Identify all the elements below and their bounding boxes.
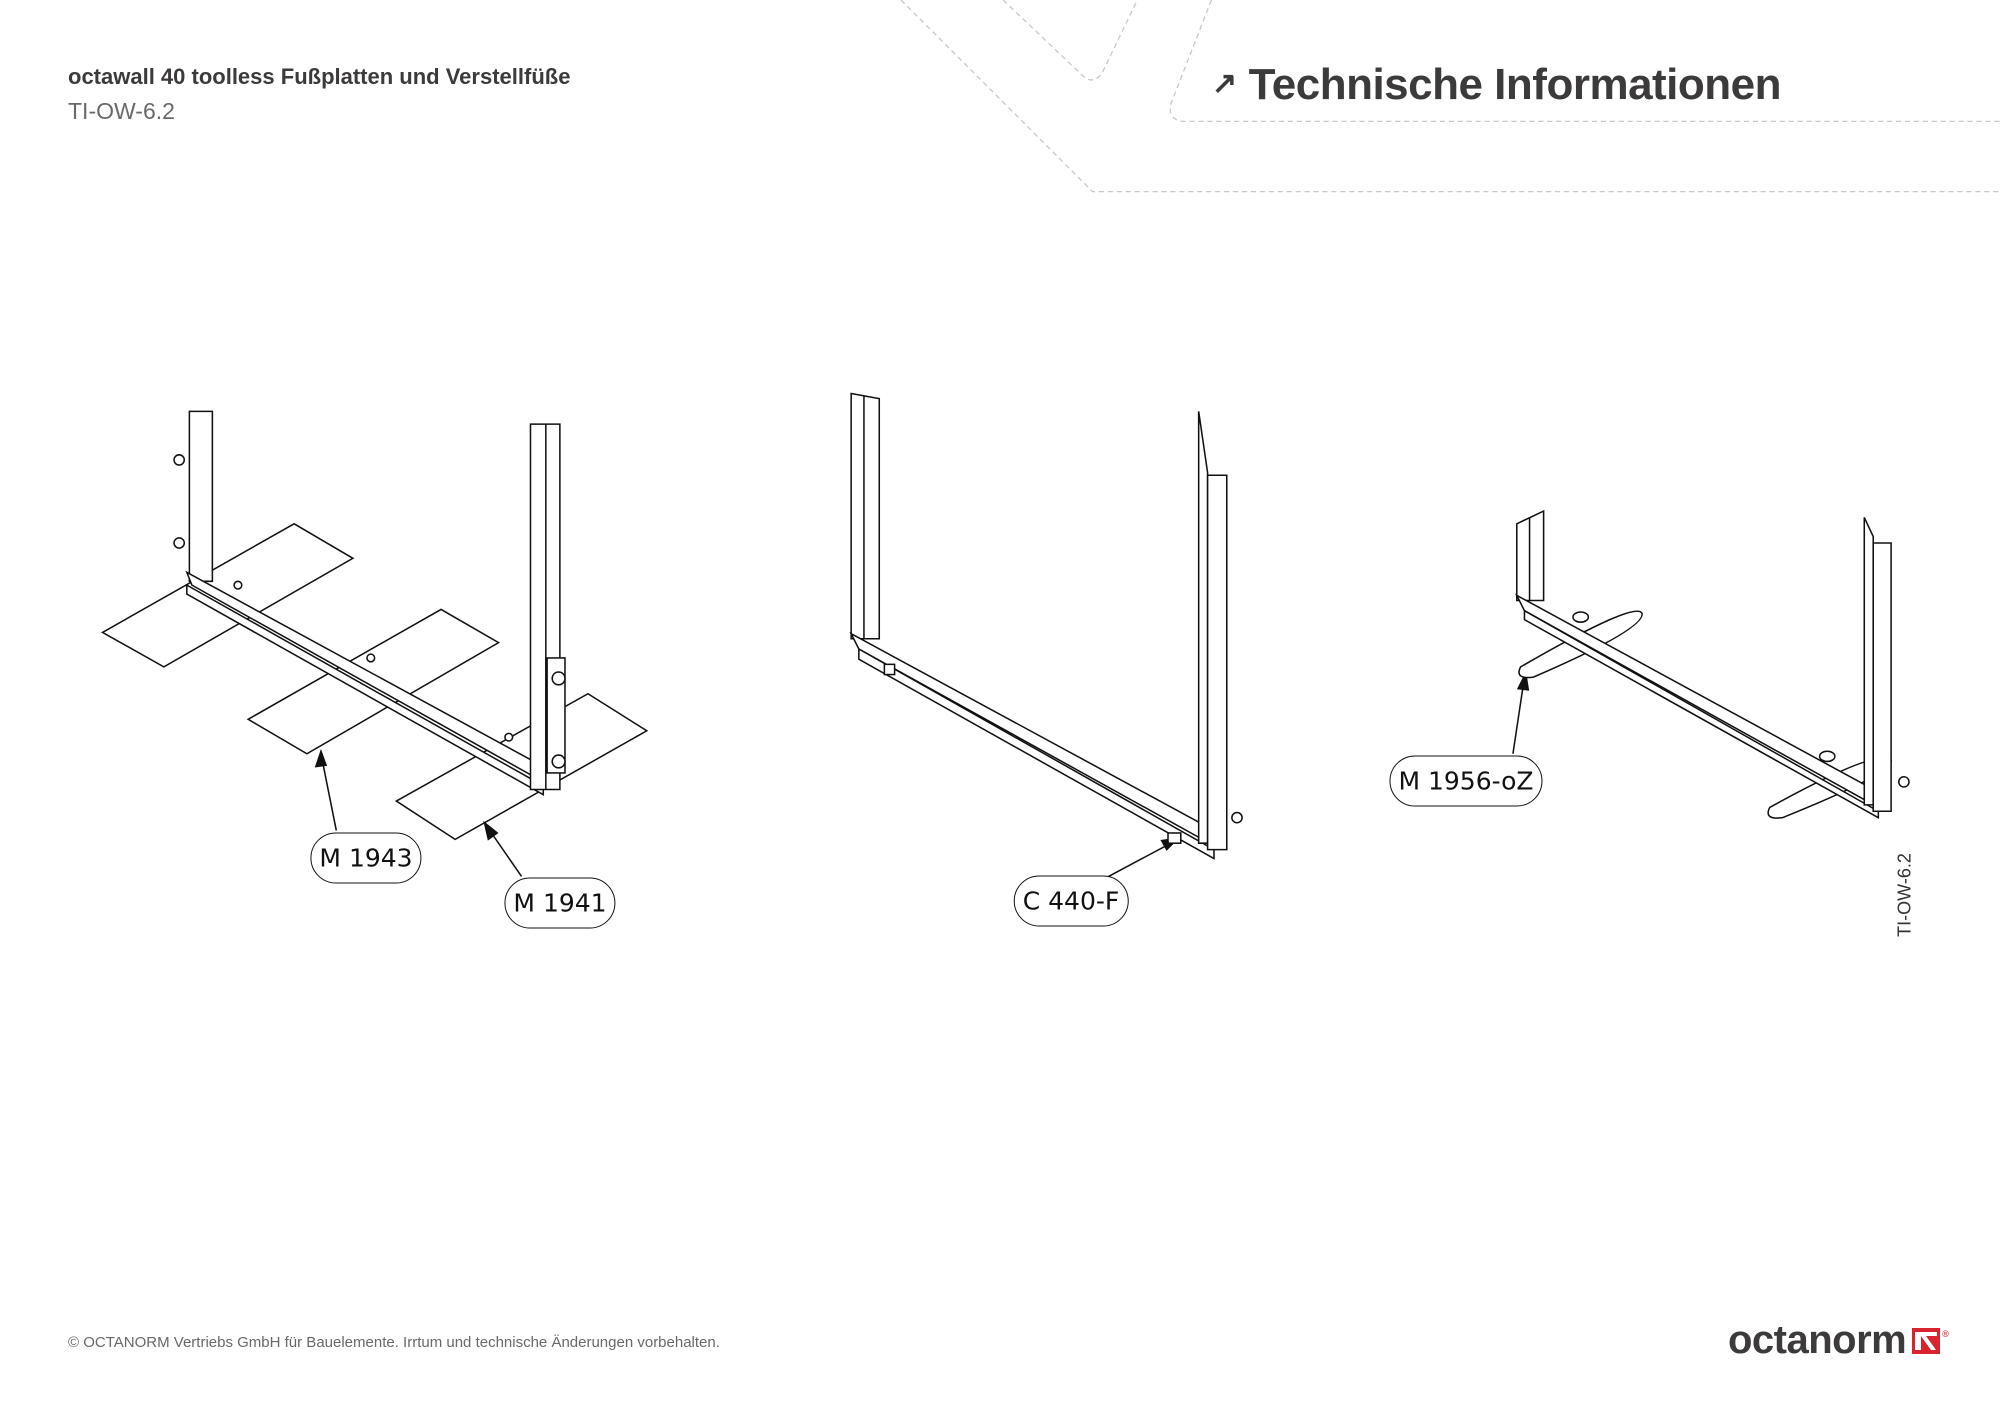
part-label-m1943: M 1943 [310,832,422,884]
octanorm-logo: octanorm ® [1728,1318,1949,1363]
document-title: octawall 40 toolless Fußplatten und Vers… [68,64,571,89]
document-code: TI-OW-6.2 [68,98,175,124]
drawing-foot-bars [1515,509,1910,819]
logo-wordmark: octanorm [1728,1318,1907,1362]
section-title: ↗ Technische Informationen [1212,60,1782,110]
part-label-m1956oz: M 1956-oZ [1389,755,1543,807]
part-label-m1941: M 1941 [504,877,616,929]
registered-mark: ® [1942,1328,1949,1339]
logo-mark-icon [1912,1327,1941,1354]
section-title-text: Technische Informationen [1248,60,1782,109]
drawing-adjustable-feet [849,392,1243,860]
footer-copyright: © OCTANORM Vertriebs GmbH für Bauelement… [68,1334,720,1351]
side-document-code: TI-OW-6.2 [1894,853,1915,937]
part-label-c440f: C 440-F [1013,875,1129,927]
drawing-foot-plates [100,410,649,841]
arrow-up-right-icon: ↗ [1212,67,1237,100]
header-dashed-frame [900,0,2000,193]
